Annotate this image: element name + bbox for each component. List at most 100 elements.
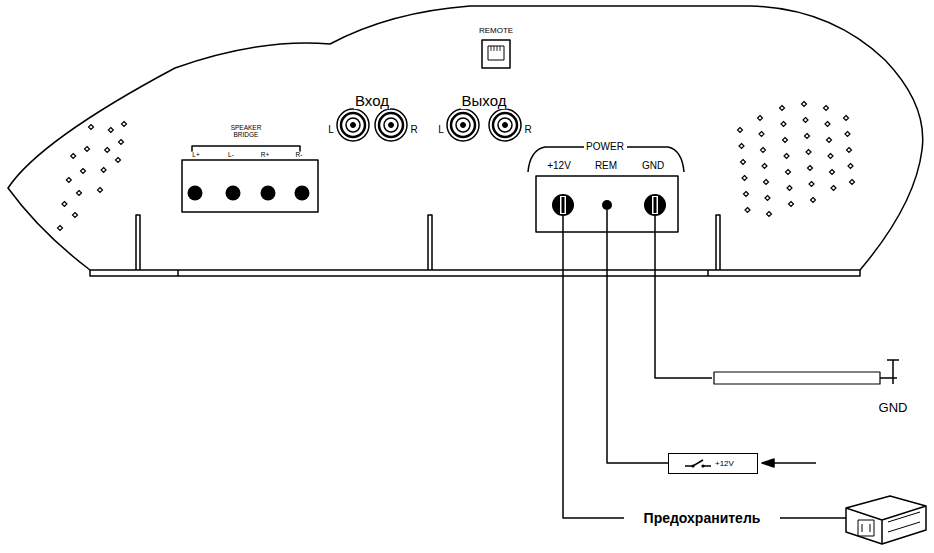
switch-symbol <box>683 457 713 471</box>
vent-hole <box>781 122 786 127</box>
rca-jack <box>337 109 369 141</box>
vent-hole <box>122 122 127 127</box>
vent-hole <box>806 150 811 155</box>
vent-hole <box>848 164 853 169</box>
mounting-fin <box>716 215 720 270</box>
vent-hole <box>783 138 788 143</box>
vent-hole <box>58 226 63 231</box>
vent-hole <box>62 202 67 207</box>
vent-hole <box>66 178 71 183</box>
vent-hole <box>758 116 763 121</box>
vent-hole <box>845 132 850 137</box>
input-label: Вход <box>354 93 390 109</box>
vent-hole <box>764 180 769 185</box>
switch-voltage: +12V <box>715 459 734 468</box>
vent-hole <box>830 170 835 175</box>
base-plate <box>90 270 860 276</box>
vent-hole <box>745 208 750 213</box>
pin-name: +12V <box>546 161 572 172</box>
channel-label: R <box>409 125 418 136</box>
fuse-leader <box>780 517 846 519</box>
vent-hole <box>780 106 785 111</box>
channel-label: L <box>327 125 335 136</box>
fuse-holder <box>846 496 926 544</box>
screw-terminal <box>226 186 241 201</box>
screw-terminal <box>552 194 574 216</box>
connector-name: REMOTE <box>478 27 514 35</box>
vent-hole <box>789 202 794 207</box>
vent-hole <box>77 191 82 196</box>
vent-hole <box>786 170 791 175</box>
bracket <box>192 146 300 152</box>
vent-hole <box>850 180 855 185</box>
arrowhead <box>762 459 774 467</box>
signal-arrow <box>770 462 816 464</box>
pin-name: R+ <box>260 152 271 159</box>
vent-hole <box>116 158 121 163</box>
vent-hole <box>742 176 747 181</box>
vent-hole <box>784 154 789 159</box>
output-label: Выход <box>461 93 508 109</box>
vent-hole <box>811 198 816 203</box>
fuse-label: Предохранитель <box>643 511 762 526</box>
vent-hole <box>762 164 767 169</box>
rca-jack <box>447 109 479 141</box>
vent-hole <box>98 188 103 193</box>
pin-name: GND <box>641 161 665 172</box>
amplifier-housing <box>8 6 923 270</box>
ground-label: GND <box>878 401 909 415</box>
vent-hole <box>824 106 829 111</box>
vent-hole <box>802 102 807 107</box>
remote-jack-socket <box>488 46 504 60</box>
vent-hole <box>828 154 833 159</box>
terminal-group-label: POWER <box>585 142 625 153</box>
pin-name: R- <box>295 152 304 159</box>
gnd-cable <box>714 372 880 384</box>
vent-hole <box>847 148 852 153</box>
speaker-terminal-block <box>182 160 318 212</box>
vent-hole <box>119 140 124 145</box>
vent-hole <box>809 182 814 187</box>
vent-hole <box>108 128 113 133</box>
rca-jack <box>375 109 407 141</box>
channel-label: L <box>437 125 445 136</box>
pin-name: L+ <box>191 152 200 159</box>
vent-hole <box>105 148 110 153</box>
vent-hole <box>738 128 743 133</box>
pin-name: L- <box>227 152 235 159</box>
terminal-group-label: SPEAKER BRIDGE <box>225 125 267 139</box>
vent-hole <box>85 147 90 152</box>
vent-hole <box>71 154 76 159</box>
base-notch <box>178 270 708 276</box>
screw-terminal <box>295 186 310 201</box>
screw-terminal <box>644 194 666 216</box>
ground-symbol <box>880 360 899 384</box>
switch-box: +12V <box>668 453 758 474</box>
vent-hole <box>759 132 764 137</box>
vent-hole <box>825 122 830 127</box>
rem-wire <box>607 210 668 463</box>
vent-hole <box>744 192 749 197</box>
vent-hole <box>89 125 94 130</box>
vent-hole <box>844 116 849 121</box>
rca-jack <box>489 109 521 141</box>
gnd-wire <box>655 216 712 378</box>
vent-hole <box>767 212 772 217</box>
vent-hole <box>73 213 78 218</box>
channel-label: R <box>523 125 532 136</box>
vent-hole <box>739 144 744 149</box>
vent-hole <box>831 186 836 191</box>
vent-hole <box>765 196 770 201</box>
screw-terminal <box>602 200 612 210</box>
pin-name: REM <box>594 161 618 172</box>
vent-hole <box>827 138 832 143</box>
power-wire <box>563 216 624 518</box>
vent-hole <box>808 166 813 171</box>
mounting-fin <box>136 215 140 270</box>
vent-hole <box>101 168 106 173</box>
mounting-fin <box>428 215 432 270</box>
screw-terminal <box>188 186 203 201</box>
vent-hole <box>741 160 746 165</box>
vent-hole <box>761 148 766 153</box>
